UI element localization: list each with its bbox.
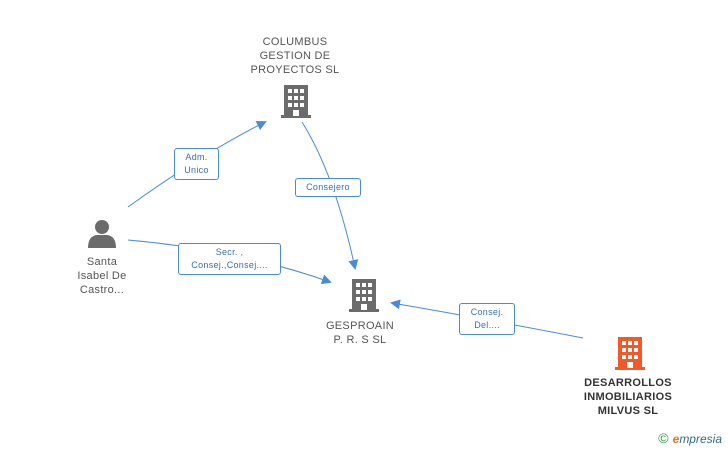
node-gesproain-label[interactable]: GESPROAIN P. R. S SL (325, 320, 395, 346)
footer-brand: ©empresia (658, 430, 722, 446)
building-icon (349, 279, 379, 312)
edge-label-consejero[interactable]: Consejero (295, 178, 361, 197)
building-icon (615, 337, 645, 370)
node-columbus-label[interactable]: COLUMBUS GESTION DE PROYECTOS SL (250, 36, 340, 76)
brand-logo-e: e (672, 432, 680, 446)
node-desarrollos-label[interactable]: DESARROLLOS INMOBILIARIOS MILVUS SL (583, 377, 673, 417)
building-icon (281, 85, 311, 118)
edge-label-consej-del[interactable]: Consej. Del.... (459, 303, 515, 335)
person-icon (88, 220, 116, 248)
edge-label-secr-consej[interactable]: Secr. , Consej.,Consej.... (178, 243, 281, 275)
brand-logo-text: mpresia (679, 432, 722, 446)
node-santa-label[interactable]: Santa Isabel De Castro... (77, 256, 127, 296)
edge-label-adm-unico[interactable]: Adm. Unico (174, 148, 219, 180)
copyright-icon: © (658, 430, 669, 446)
